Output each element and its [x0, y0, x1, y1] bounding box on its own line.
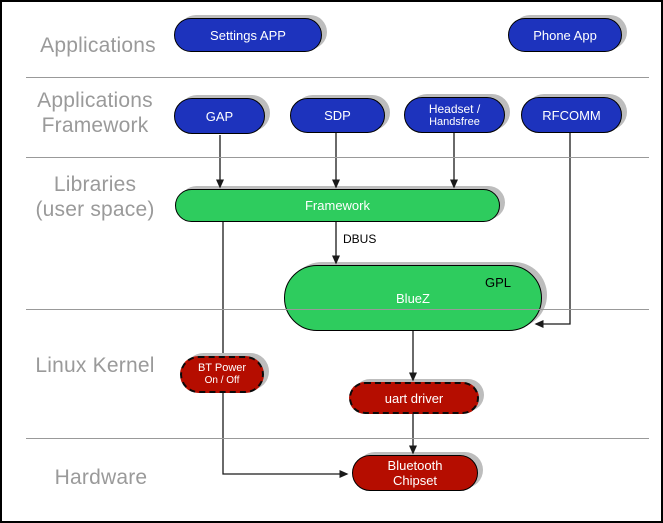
layer-label-libraries-line1: Libraries [53, 173, 137, 196]
block-headset-line1: Headset / [428, 101, 481, 116]
block-chipset-line2: Chipset [392, 473, 438, 488]
block-gap-label: GAP [205, 108, 234, 124]
layer-label-applications-framework-line1: Applications [37, 89, 153, 112]
block-sdp: SDP [290, 98, 385, 133]
layer-label-applications-framework: Applications Framework [16, 88, 174, 138]
block-framework-label: Framework [304, 198, 370, 213]
connector-framework-to-chipset [222, 222, 349, 478]
block-bt-power-line2: On / Off [204, 375, 240, 386]
layer-label-applications: Applications [40, 34, 156, 57]
layer-label-libraries: Libraries (user space) [16, 172, 174, 222]
block-headset-line2: Handsfree [429, 115, 480, 128]
block-phone-app-label: Phone App [533, 27, 597, 43]
separator-applications [26, 77, 649, 78]
block-headset-handsfree: Headset / Handsfree [404, 97, 505, 133]
gpl-license-tag: GPL [484, 275, 511, 290]
layer-label-libraries-line2: (user space) [35, 198, 155, 221]
block-bluez: BlueZ GPL [284, 265, 542, 331]
block-rfcomm-label: RFCOMM [542, 107, 601, 123]
block-sdp-label: SDP [324, 108, 351, 123]
block-bluez-label: BlueZ [396, 290, 430, 306]
block-framework: Framework [175, 189, 500, 222]
separator-kernel-hardware [26, 438, 649, 439]
separator-libraries-kernel [26, 309, 649, 310]
block-settings-app-label: Settings APP [210, 27, 286, 43]
block-uart-driver-label: uart driver [384, 390, 444, 406]
block-phone-app: Phone App [508, 18, 622, 52]
block-uart-driver: uart driver [349, 382, 479, 414]
layer-label-applications-framework-line2: Framework [41, 114, 149, 137]
dbus-label: DBUS [343, 232, 377, 246]
block-rfcomm: RFCOMM [521, 97, 622, 133]
block-settings-app: Settings APP [174, 18, 322, 52]
layer-label-linux-kernel: Linux Kernel [35, 354, 155, 377]
block-gap: GAP [174, 98, 265, 134]
block-bluetooth-chipset: Bluetooth Chipset [352, 455, 478, 491]
separator-app-framework [26, 157, 649, 158]
block-bt-power: BT Power On / Off [180, 356, 264, 393]
layer-label-hardware: Hardware [54, 466, 148, 489]
block-bt-power-line1: BT Power [197, 362, 247, 374]
block-chipset-line1: Bluetooth [387, 458, 443, 473]
